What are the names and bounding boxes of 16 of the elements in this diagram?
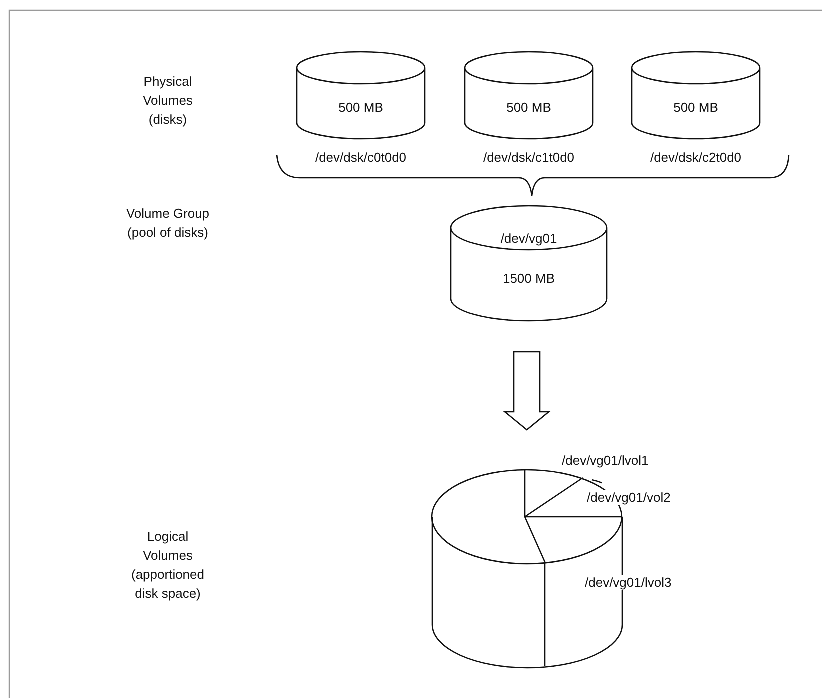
- capacity-text: 500 MB: [338, 100, 384, 115]
- device-path: /dev/dsk/c0t0d0: [315, 150, 407, 165]
- volume-path: /dev/vg01: [500, 231, 558, 246]
- layer-label: Volume Group (pool of disks): [125, 205, 211, 242]
- layer-label: Logical Volumes (apportioned disk space): [130, 528, 206, 603]
- volume-path: /dev/vg01/lvol1: [560, 453, 651, 468]
- device-path: /dev/dsk/c1t0d0: [483, 150, 575, 165]
- capacity-text: 500 MB: [506, 100, 552, 115]
- volume-path: /dev/vg01/lvol3: [583, 575, 674, 590]
- layer-label: Physical Volumes (disks): [142, 73, 194, 129]
- device-path: /dev/dsk/c2t0d0: [650, 150, 742, 165]
- disk-cylinder: [450, 206, 608, 322]
- capacity-text: 1500 MB: [502, 271, 556, 286]
- block-arrow: [503, 351, 551, 431]
- volume-path: /dev/vg01/vol2: [585, 490, 673, 505]
- capacity-text: 500 MB: [674, 100, 718, 115]
